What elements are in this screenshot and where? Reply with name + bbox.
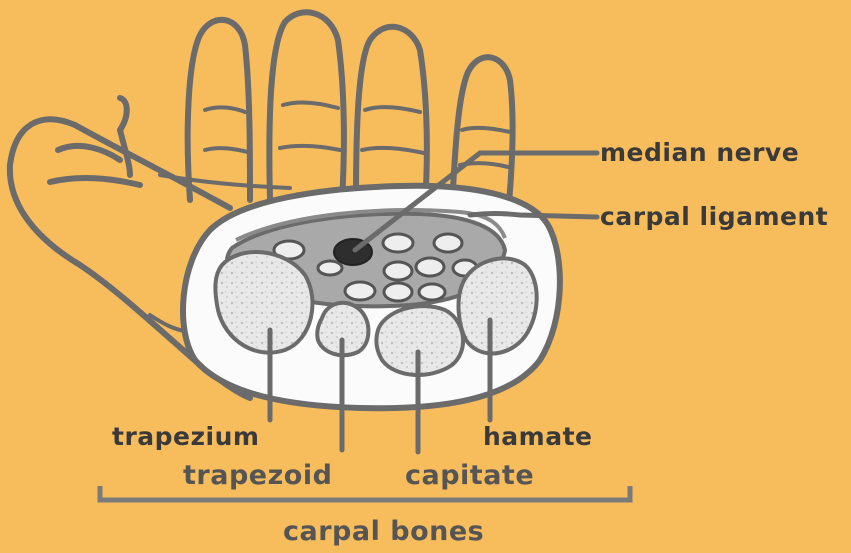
- trapezoid-label: trapezoid: [183, 462, 332, 489]
- hamate-bone: [459, 258, 537, 353]
- carpal-bones-bracket: [100, 486, 630, 500]
- ring-finger: [356, 27, 427, 205]
- capitate-label: capitate: [405, 462, 534, 489]
- trapezium-label: trapezium: [112, 424, 259, 449]
- median-nerve-label: median nerve: [600, 140, 799, 165]
- hamate-label: hamate: [483, 424, 593, 449]
- carpal-bones-label: carpal bones: [283, 518, 484, 545]
- carpal-ligament-label: carpal ligament: [600, 204, 828, 229]
- wrist-cross-section: [183, 186, 560, 408]
